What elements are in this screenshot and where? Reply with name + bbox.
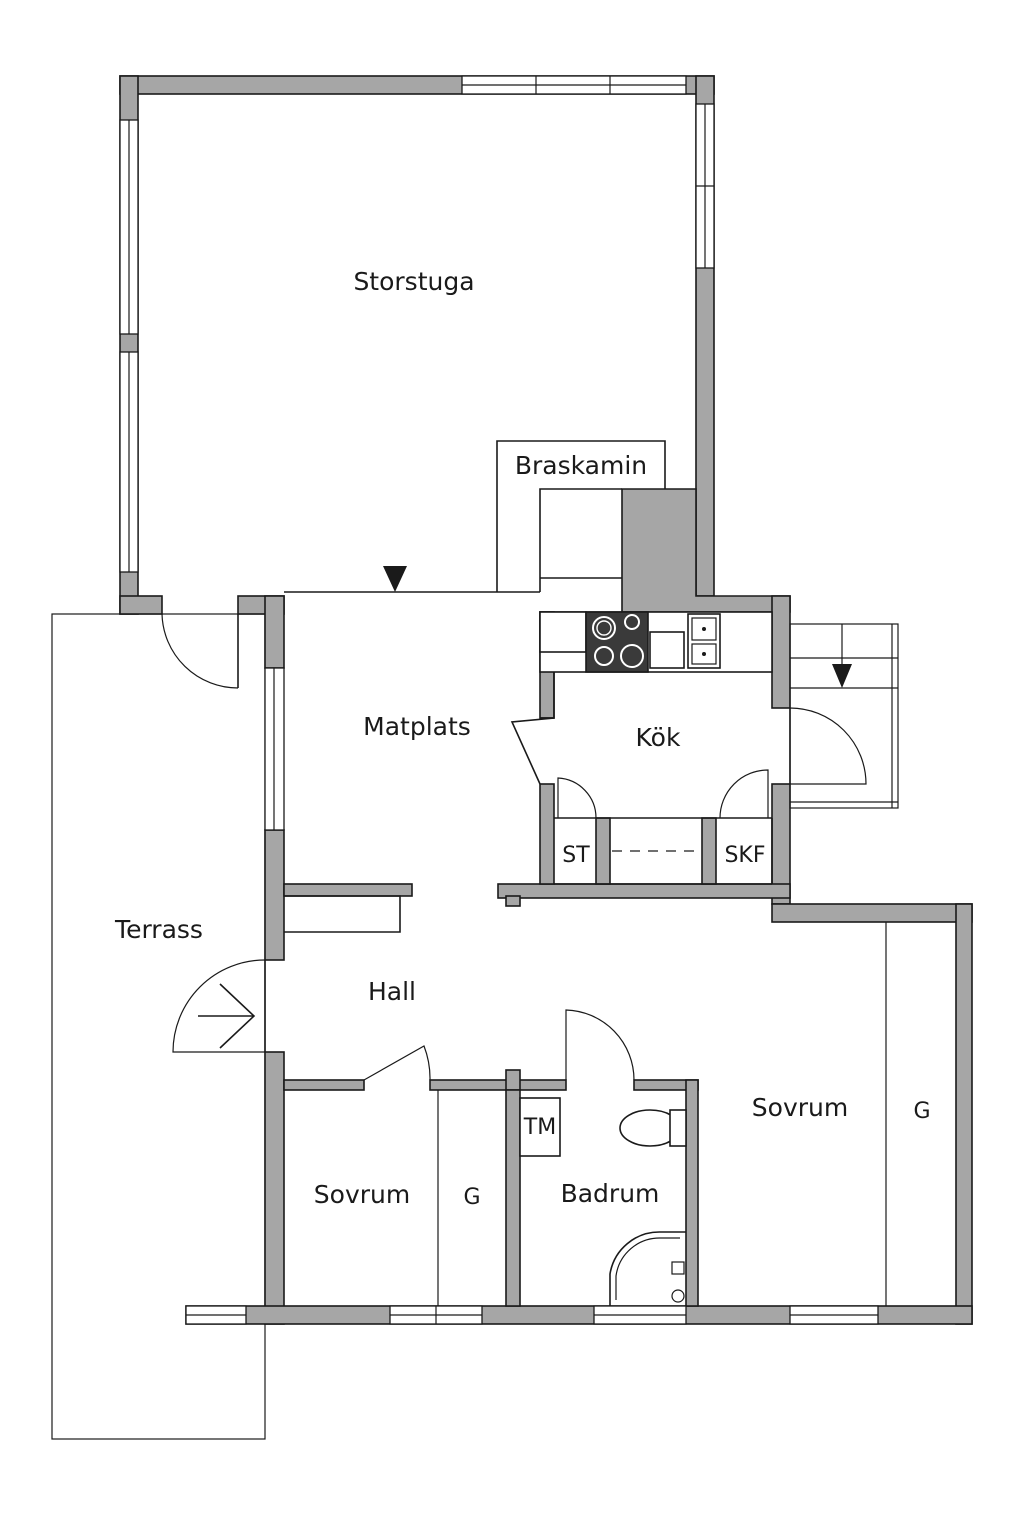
room-storstuga: Storstuga bbox=[353, 267, 474, 296]
room-kok: Kök bbox=[636, 723, 681, 752]
door-sovrum-small[interactable] bbox=[363, 1045, 431, 1081]
fireplace bbox=[496, 440, 666, 592]
toilet-icon bbox=[619, 1109, 687, 1147]
room-g-large: G bbox=[913, 1099, 930, 1124]
door-badrum[interactable] bbox=[565, 1009, 635, 1081]
door-storstuga[interactable] bbox=[161, 613, 239, 689]
room-hall: Hall bbox=[368, 977, 416, 1006]
room-matplats: Matplats bbox=[363, 712, 471, 741]
door-skf[interactable] bbox=[719, 769, 769, 819]
label-tm: TM bbox=[523, 1115, 556, 1140]
kitchen-door[interactable] bbox=[789, 707, 867, 785]
door-st[interactable] bbox=[557, 777, 597, 819]
stairs bbox=[789, 623, 899, 809]
windows bbox=[119, 75, 879, 1325]
shower-icon bbox=[609, 1231, 686, 1306]
room-skf: SKF bbox=[724, 843, 765, 868]
room-g-small: G bbox=[463, 1185, 480, 1210]
label-braskamin: Braskamin bbox=[515, 451, 647, 480]
arrow-down-icon bbox=[383, 566, 407, 592]
kitchen-counter bbox=[539, 611, 773, 673]
room-st: ST bbox=[562, 843, 590, 868]
arrow-down-icon bbox=[832, 664, 852, 688]
entrance-door[interactable] bbox=[172, 959, 266, 1053]
room-sovrum-small: Sovrum bbox=[314, 1180, 410, 1209]
room-badrum: Badrum bbox=[561, 1179, 660, 1208]
washer bbox=[519, 1097, 561, 1157]
hall-shelf bbox=[284, 895, 401, 933]
room-sovrum-large: Sovrum bbox=[752, 1093, 848, 1122]
area-terrass: Terrass bbox=[114, 915, 203, 944]
